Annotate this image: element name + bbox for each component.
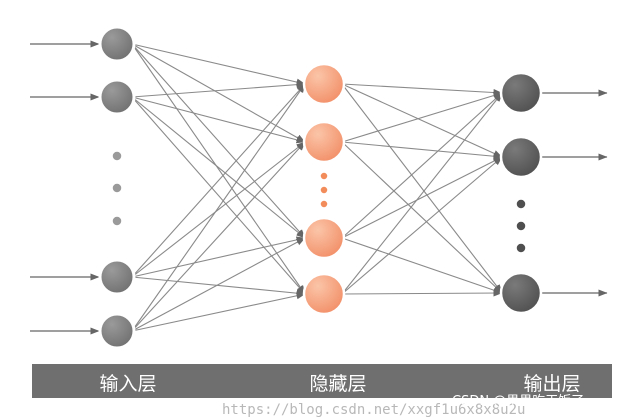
- edge-input-2-hidden-3: [131, 276, 306, 297]
- output-layer-label: 输出层: [523, 373, 580, 395]
- edge-input-1-hidden-1: [131, 96, 306, 144]
- input-node-0: [98, 25, 136, 63]
- edge-input-1-hidden-2: [131, 96, 306, 239]
- edge-input-2-hidden-0: [131, 83, 306, 278]
- output-ellipsis-dot-2: [515, 242, 527, 254]
- edge-input-2-hidden-1: [131, 141, 306, 278]
- neuron-nodes: [98, 25, 543, 350]
- input-ellipsis-dot-1: [111, 182, 123, 194]
- edge-input-0-hidden-3: [131, 43, 306, 295]
- hidden-node-1: [302, 120, 346, 164]
- ellipsis-dots: [111, 150, 527, 254]
- edge-hidden-3-output-2: [341, 289, 503, 297]
- io-arrows: [30, 40, 608, 335]
- hidden-node-0: [302, 62, 346, 106]
- edge-hidden-0-output-2: [341, 83, 503, 294]
- output-ellipsis-dot-1: [515, 220, 527, 232]
- edge-hidden-0-output-1: [341, 83, 503, 158]
- watermark-url: https://blog.csdn.net/xxgf1u6x8x8u2u: [222, 402, 525, 418]
- edge-input-1-hidden-0: [131, 81, 306, 98]
- input-ellipsis-dot-2: [111, 215, 123, 227]
- edge-input-3-hidden-0: [131, 83, 306, 332]
- connection-edges: [131, 43, 503, 332]
- hidden-ellipsis-dot-1: [319, 185, 329, 195]
- output-ellipsis-dot-0: [515, 198, 527, 210]
- edge-hidden-3-output-0: [341, 92, 503, 295]
- edge-input-0-hidden-2: [131, 43, 306, 239]
- edge-hidden-3-output-1: [341, 156, 503, 295]
- edge-hidden-0-output-0: [341, 83, 503, 97]
- edge-input-3-hidden-1: [131, 141, 306, 332]
- hidden-node-3: [302, 272, 346, 316]
- hidden-ellipsis-dot-2: [319, 199, 329, 209]
- edge-input-2-hidden-2: [131, 236, 306, 278]
- input-ellipsis-dot-0: [111, 150, 123, 162]
- input-layer-label: 输入层: [99, 373, 156, 395]
- edge-input-3-hidden-2: [131, 237, 306, 332]
- layer-label-bar: [32, 364, 612, 398]
- input-node-2: [98, 258, 136, 296]
- edge-input-0-hidden-0: [131, 43, 306, 86]
- hidden-node-2: [302, 216, 346, 260]
- edge-hidden-1-output-2: [341, 141, 503, 294]
- edge-input-3-hidden-3: [131, 292, 306, 332]
- output-node-2: [499, 271, 543, 315]
- output-node-0: [499, 71, 543, 115]
- edge-hidden-2-output-2: [341, 237, 503, 294]
- hidden-layer-label: 隐藏层: [309, 373, 366, 395]
- output-node-1: [499, 135, 543, 179]
- edge-input-1-hidden-3: [131, 96, 306, 295]
- edge-hidden-2-output-1: [341, 156, 503, 239]
- edge-hidden-1-output-0: [341, 92, 503, 143]
- edge-hidden-2-output-0: [341, 92, 503, 239]
- hidden-ellipsis-dot-0: [319, 171, 329, 181]
- input-node-3: [98, 312, 136, 350]
- input-node-1: [98, 78, 136, 116]
- edge-hidden-1-output-1: [341, 141, 503, 160]
- csdn-credit: CSDN @果果吃干饭了: [452, 393, 584, 409]
